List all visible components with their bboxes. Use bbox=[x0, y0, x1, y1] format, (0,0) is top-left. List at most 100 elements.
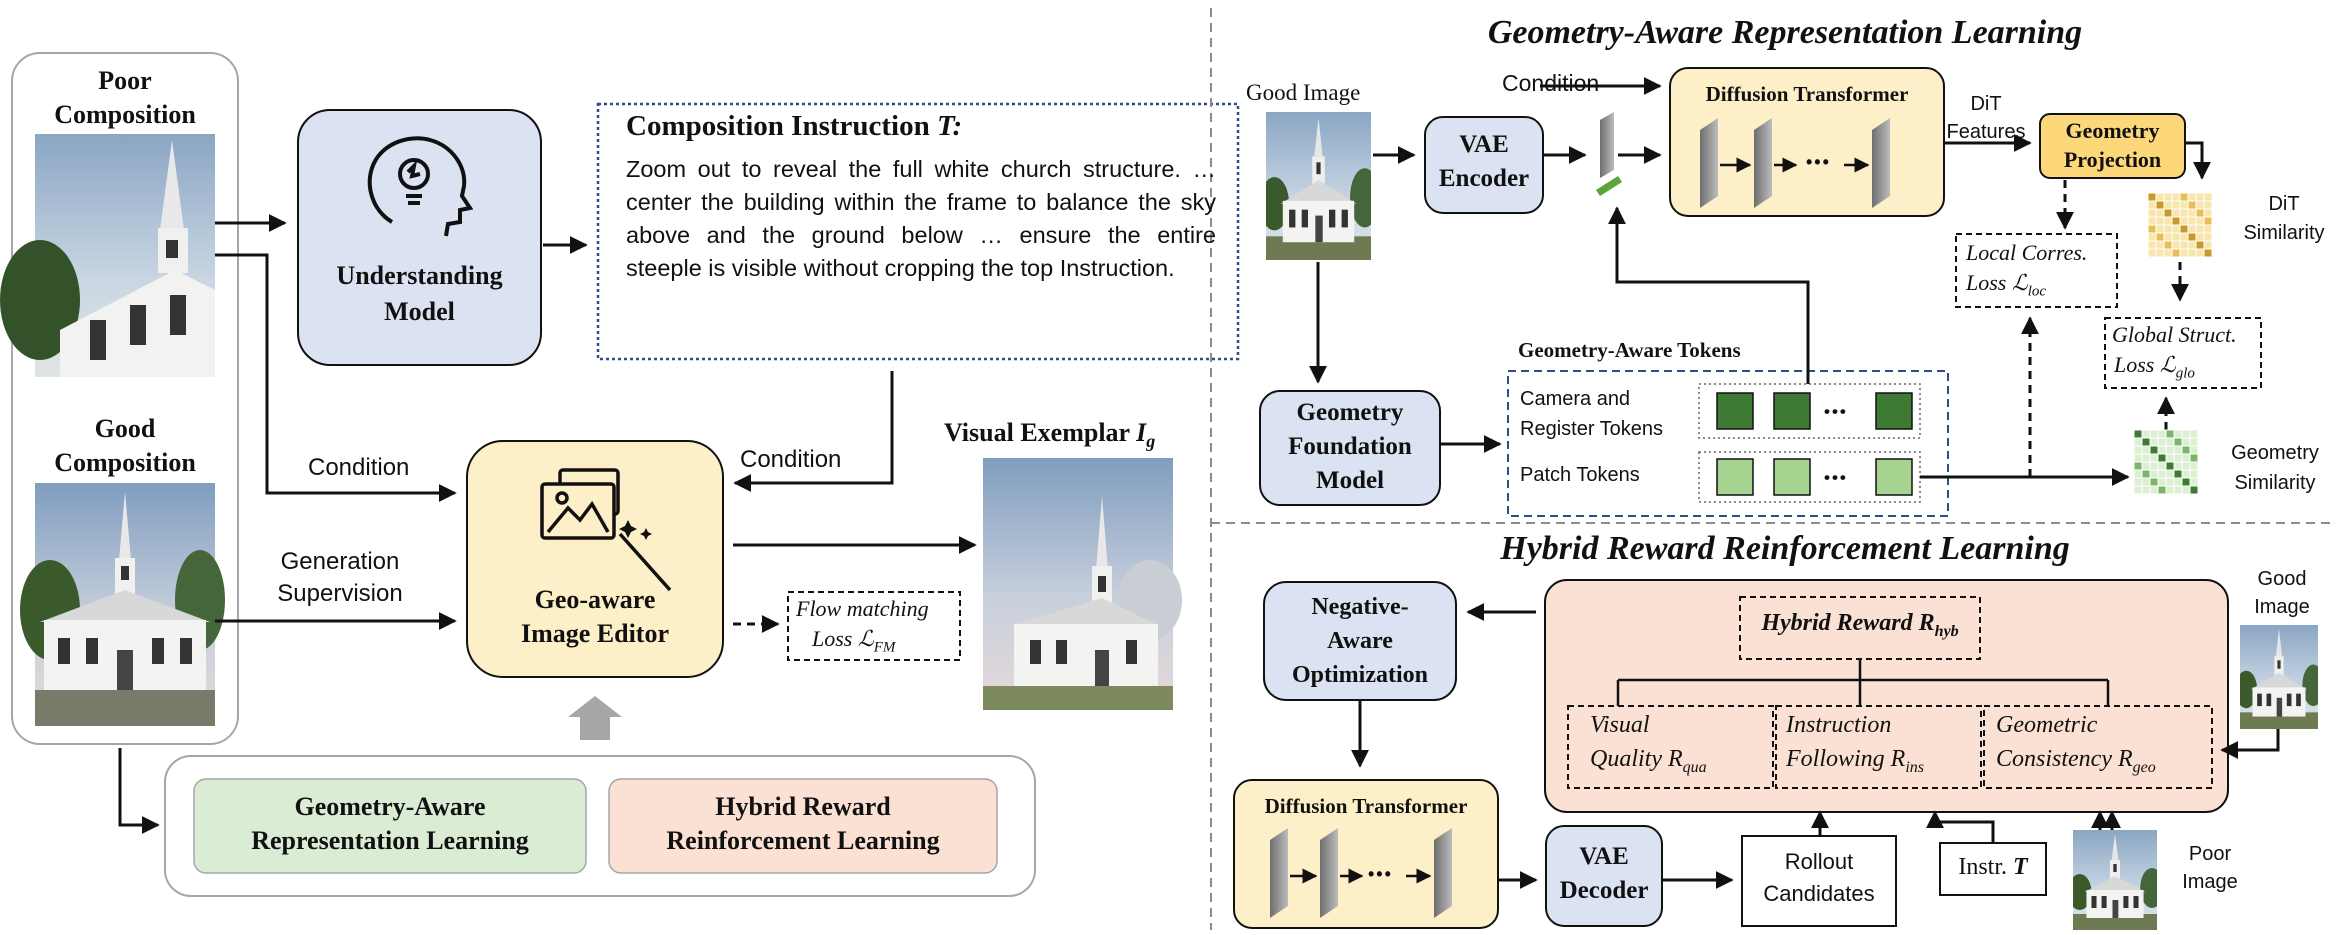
geometry-foundation-model-box bbox=[1259, 390, 1441, 506]
instruction-following-line2: Following Rins bbox=[1786, 746, 1924, 777]
arrow-condition-left bbox=[215, 253, 457, 502]
geo-aware-editor-box bbox=[466, 440, 724, 678]
similarity-cell bbox=[2195, 232, 2205, 242]
similarity-cell bbox=[2195, 224, 2205, 234]
similarity-cell bbox=[2187, 192, 2197, 202]
similarity-cell bbox=[2171, 224, 2181, 234]
similarity-cell bbox=[2181, 485, 2191, 495]
patch-token bbox=[1875, 458, 1913, 496]
similarity-cell bbox=[2181, 461, 2191, 471]
poor-composition-image bbox=[0, 134, 215, 377]
global-struct-loss-box bbox=[2104, 317, 2262, 389]
instruction-title-text: Composition Instruction bbox=[626, 110, 937, 142]
module-hybrid-box bbox=[608, 778, 998, 874]
similarity-cell bbox=[2203, 248, 2213, 258]
similarity-cell bbox=[2141, 453, 2151, 463]
good-composition-label: Good Composition bbox=[54, 414, 196, 477]
hybrid-section-title: Hybrid Reward Reinforcement Learning bbox=[1500, 530, 2070, 567]
similarity-cell bbox=[2173, 485, 2183, 495]
arrow-condition-right bbox=[733, 371, 894, 492]
similarity-cell bbox=[2157, 485, 2167, 495]
similarity-cell bbox=[2157, 453, 2167, 463]
arrow-instr-to-reward bbox=[1926, 810, 1995, 843]
similarity-cell bbox=[2171, 200, 2181, 210]
poor-image-bottom bbox=[2073, 830, 2157, 930]
similarity-cell bbox=[2179, 248, 2189, 258]
similarity-cell bbox=[2165, 437, 2175, 447]
image-edit-icon bbox=[540, 468, 672, 592]
visual-quality-box bbox=[1567, 705, 1774, 789]
similarity-cell bbox=[2165, 461, 2175, 471]
similarity-cell bbox=[2141, 445, 2151, 455]
diffusion-transformer-bottom-box bbox=[1233, 779, 1499, 929]
similarity-cell bbox=[2195, 248, 2205, 258]
negative-aware-label: Negative- Aware Optimization bbox=[1292, 594, 1428, 688]
similarity-cell bbox=[2181, 453, 2191, 463]
vae-encoder-label: VAE Encoder bbox=[1438, 131, 1530, 192]
good-image-bottom-label: Good Image bbox=[2254, 568, 2310, 618]
condition-left-label: Condition bbox=[308, 454, 410, 481]
similarity-cell bbox=[2189, 437, 2199, 447]
similarity-cell bbox=[2149, 445, 2159, 455]
diffusion-transformer-top-label: Diffusion Transformer bbox=[1705, 82, 1909, 106]
vae-decoder-box bbox=[1545, 825, 1663, 927]
similarity-cell bbox=[2171, 248, 2181, 258]
arrow-good-to-reward bbox=[2220, 729, 2280, 759]
geometry-foundation-model-label: Geometry Foundation Model bbox=[1288, 399, 1412, 494]
local-loss-sub: loc bbox=[2027, 283, 2047, 300]
similarity-cell bbox=[2173, 453, 2183, 463]
similarity-cell bbox=[2163, 208, 2173, 218]
reward-tree-lines bbox=[1616, 659, 2110, 706]
camera-token bbox=[1773, 392, 1811, 430]
similarity-cell bbox=[2203, 240, 2213, 250]
dit-dots-bottom: ••• bbox=[1368, 864, 1393, 884]
similarity-cell bbox=[2195, 208, 2205, 218]
similarity-cell bbox=[2141, 477, 2151, 487]
global-loss-line2: Loss ℒglo bbox=[2114, 352, 2195, 382]
instruction-t-text: Instr. bbox=[1958, 854, 2013, 880]
visual-exemplar-label: Visual Exemplar Ig bbox=[944, 418, 1155, 452]
geometry-aware-tokens-box bbox=[1507, 370, 1949, 517]
similarity-cell bbox=[2133, 469, 2143, 479]
similarity-cell bbox=[2163, 192, 2173, 202]
global-loss-main: Loss ℒ bbox=[2114, 352, 2176, 377]
diffusion-transformer-bottom-label: Diffusion Transformer bbox=[1264, 794, 1468, 818]
understanding-model-label: Understanding Model bbox=[336, 261, 503, 326]
similarity-cell bbox=[2155, 208, 2165, 218]
similarity-cell bbox=[2179, 224, 2189, 234]
similarity-cell bbox=[2179, 192, 2189, 202]
hybrid-reward-symbol: R bbox=[1918, 610, 1935, 636]
similarity-cell bbox=[2147, 248, 2157, 258]
similarity-cell bbox=[2165, 485, 2175, 495]
vae-decoder-label: VAE Decoder bbox=[1559, 843, 1649, 904]
instruction-following-symbol: R bbox=[1890, 746, 1906, 772]
similarity-cell bbox=[2203, 208, 2213, 218]
geometric-consistency-box bbox=[1983, 705, 2213, 789]
instruction-following-text: Following bbox=[1786, 746, 1891, 772]
instruction-t-box bbox=[1939, 842, 2047, 896]
good-image-top-label: Good Image bbox=[1246, 80, 1361, 105]
similarity-cell bbox=[2203, 232, 2213, 242]
similarity-cell bbox=[2155, 240, 2165, 250]
instruction-following-sub: ins bbox=[1905, 758, 1925, 776]
similarity-cell bbox=[2149, 485, 2159, 495]
flow-loss-line1: Flow matching bbox=[796, 596, 929, 621]
similarity-cell bbox=[2155, 200, 2165, 210]
head-lightbulb-icon bbox=[367, 136, 474, 237]
similarity-cell bbox=[2189, 445, 2199, 455]
similarity-cell bbox=[2157, 461, 2167, 471]
rollout-candidates-label: Rollout Candidates bbox=[1763, 849, 1875, 906]
similarity-cell bbox=[2141, 469, 2151, 479]
poor-composition-label: Poor Composition bbox=[54, 66, 196, 129]
geo-aware-editor-label: Geo-aware Image Editor bbox=[520, 585, 670, 648]
similarity-cell bbox=[2189, 453, 2199, 463]
instruction-t-label: Instr. T bbox=[1940, 854, 2046, 881]
similarity-cell bbox=[2189, 469, 2199, 479]
similarity-cell bbox=[2163, 232, 2173, 242]
understanding-model-box bbox=[297, 109, 542, 366]
similarity-cell bbox=[2163, 248, 2173, 258]
good-image-top bbox=[1266, 112, 1371, 260]
similarity-cell bbox=[2189, 461, 2199, 471]
visual-quality-symbol: R bbox=[1668, 746, 1683, 772]
instruction-title-symbol: T: bbox=[937, 110, 963, 142]
